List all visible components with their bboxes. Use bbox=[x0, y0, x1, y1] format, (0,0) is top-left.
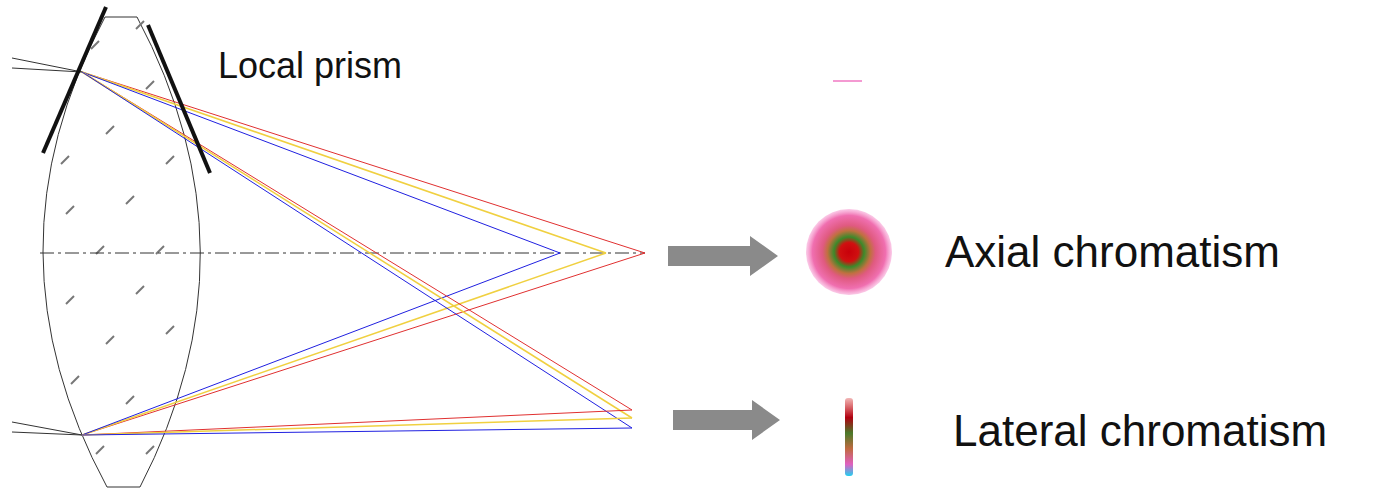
hatch-mark bbox=[166, 326, 174, 334]
hatch-mark bbox=[166, 156, 174, 164]
hatch-mark bbox=[66, 296, 74, 304]
hatch-mark bbox=[136, 286, 144, 294]
hatch-mark bbox=[96, 446, 104, 454]
caption-label: Local prism bbox=[218, 46, 402, 86]
hatch-mark bbox=[146, 81, 154, 89]
caption-label: Lateral chromatism bbox=[953, 407, 1327, 455]
hatch-mark bbox=[106, 336, 114, 344]
hatch-mark bbox=[71, 376, 79, 384]
hatch-mark bbox=[146, 446, 154, 454]
caption-label: Axial chromatism bbox=[945, 228, 1280, 276]
hatch-mark bbox=[106, 126, 114, 134]
hatch-mark bbox=[66, 206, 74, 214]
hatch-mark bbox=[61, 156, 69, 164]
hatch-mark bbox=[126, 396, 134, 404]
hatch-mark bbox=[126, 196, 134, 204]
hatch-mark bbox=[136, 21, 144, 29]
